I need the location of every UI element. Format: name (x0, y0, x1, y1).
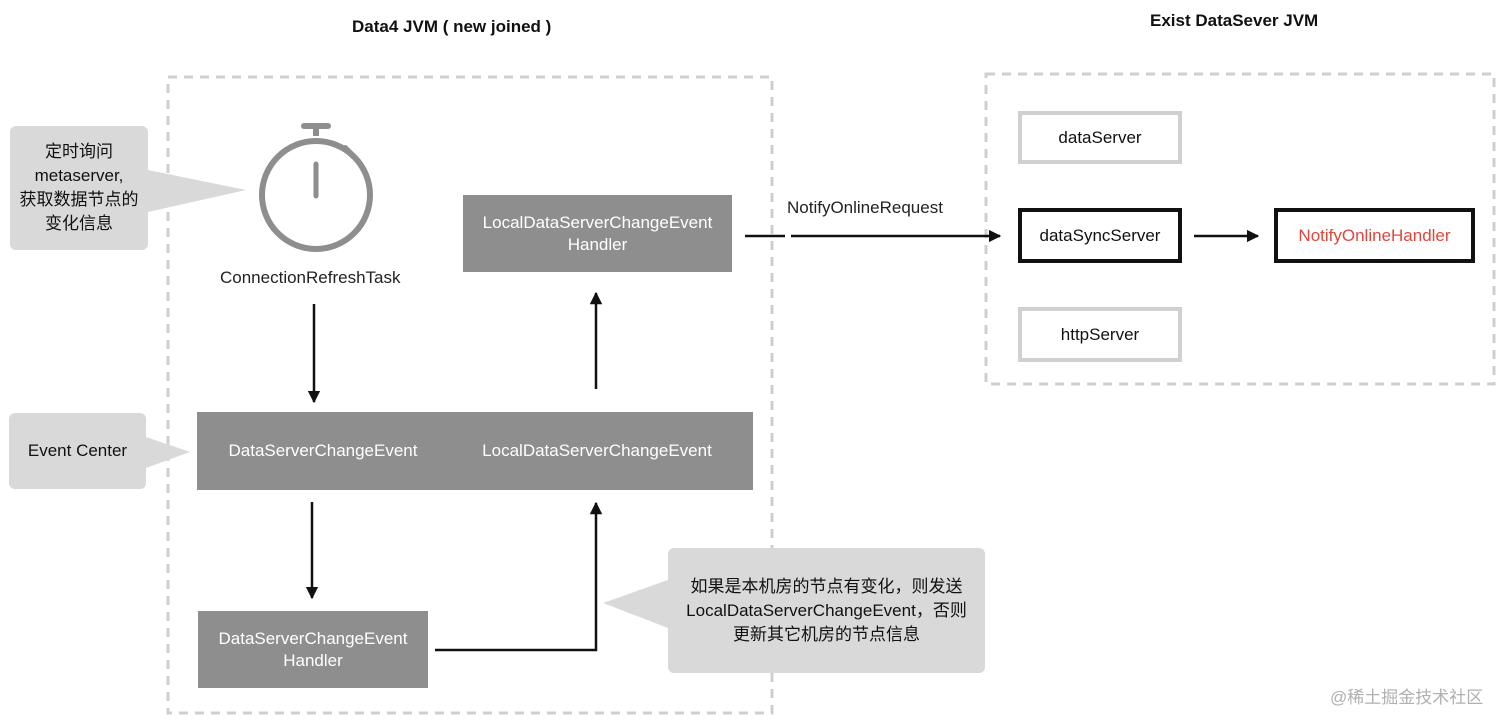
watermark: @稀土掘金技术社区 (1330, 688, 1484, 707)
data-server-change-event: DataServerChangeEvent (197, 412, 449, 490)
handler-note-line: LocalDataServerChangeEvent，否则 (686, 600, 967, 620)
http-server-label: httpServer (1060, 324, 1140, 344)
event-center-callout: Event Center (9, 413, 146, 489)
timer-note-line: 定时询问 (45, 142, 113, 161)
timer-note-line: 获取数据节点的 (19, 190, 139, 209)
left-jvm-container (166, 75, 774, 715)
notify-online-handler-label: NotifyOnlineHandler (1298, 225, 1451, 245)
timer-note-line: metaserver, (34, 166, 124, 185)
change-handler-line: DataServerChangeEvent (218, 628, 408, 648)
handler-note-line: 如果是本机房的节点有变化，则发送 (690, 576, 963, 596)
right-jvm-title: Exist DataSever JVM (1150, 11, 1319, 30)
data-sync-server-box: dataSyncServer (1018, 208, 1182, 263)
data-server-change-event-label: DataServerChangeEvent (228, 441, 418, 460)
handler-note-line: 更新其它机房的节点信息 (733, 624, 920, 644)
local-handler-line: LocalDataServerChangeEvent (482, 212, 713, 232)
stopwatch-icon (259, 123, 373, 252)
local-data-server-change-event-handler: LocalDataServerChangeEvent Handler (463, 195, 732, 272)
http-server-box: httpServer (1018, 307, 1182, 362)
event-center-label: Event Center (27, 441, 128, 460)
connection-refresh-task-label: ConnectionRefreshTask (220, 268, 401, 287)
data-server-label: dataServer (1058, 127, 1142, 147)
right-jvm-container (984, 72, 1496, 386)
arrow-handler-to-local-event (435, 501, 603, 652)
local-data-server-change-event: LocalDataServerChangeEvent (462, 412, 732, 490)
handler-callout-pointer (603, 580, 668, 628)
notify-online-request-label: NotifyOnlineRequest (787, 198, 943, 217)
data-server-box: dataServer (1018, 111, 1182, 164)
local-handler-line: Handler (567, 234, 628, 254)
notify-online-handler-box: NotifyOnlineHandler (1274, 208, 1475, 263)
timer-note-callout: 定时询问 metaserver, 获取数据节点的 变化信息 (10, 126, 148, 250)
left-jvm-title: Data4 JVM ( new joined ) (352, 17, 552, 36)
event-center-callout-pointer (146, 437, 190, 468)
data-server-change-event-handler: DataServerChangeEvent Handler (198, 611, 428, 688)
timer-callout-pointer (148, 170, 246, 212)
timer-note-line: 变化信息 (45, 214, 113, 233)
data-sync-server-label: dataSyncServer (1039, 225, 1161, 245)
handler-note-callout: 如果是本机房的节点有变化，则发送 LocalDataServerChangeEv… (668, 548, 985, 673)
event-center-bar (197, 412, 753, 490)
local-data-server-change-event-label: LocalDataServerChangeEvent (482, 441, 712, 460)
change-handler-line: Handler (283, 650, 343, 670)
